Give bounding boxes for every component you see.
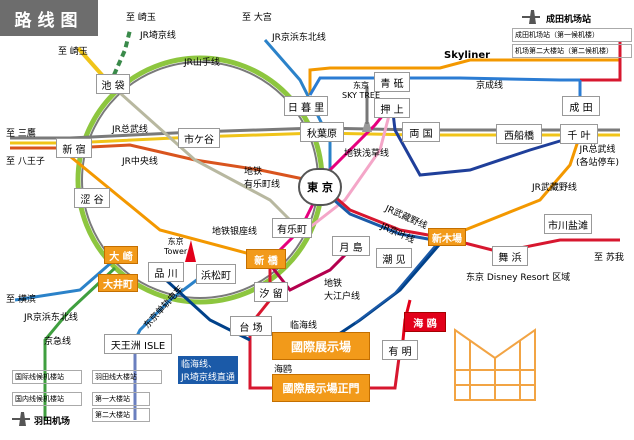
- ginza-line: [59, 146, 266, 260]
- station-oimachi[interactable]: 大井町: [98, 274, 138, 292]
- asakusa-light: [299, 103, 394, 237]
- station-aoto[interactable]: 青 砥: [374, 72, 410, 92]
- keikyu-line: [43, 266, 117, 420]
- map-title: 路线图: [0, 0, 98, 36]
- label-to-yokohama: 至 横滨: [6, 295, 36, 305]
- station-kokusai-seimon[interactable]: 國際展示場正門: [272, 374, 370, 402]
- label-disney: 东京 Disney Resort 区域: [466, 273, 571, 283]
- label-jr-keihintohoku2: JR京浜东北线: [24, 313, 78, 323]
- haneda-first-building[interactable]: 第一大楼站: [92, 392, 150, 406]
- label-keisei: 京成线: [476, 81, 504, 91]
- station-nippori[interactable]: 日 暮 里: [284, 96, 328, 116]
- station-osaki[interactable]: 大 崎: [104, 246, 138, 264]
- rinkai-second: [354, 239, 441, 324]
- station-ariake[interactable]: 有 明: [382, 340, 418, 360]
- narita-red-line: [580, 42, 622, 82]
- keihin-south: [14, 253, 121, 302]
- station-ichigaya[interactable]: 市ケ谷: [178, 128, 220, 148]
- station-shinkiba[interactable]: 新木場: [428, 228, 466, 246]
- label-to-omiya: 至 大宫: [242, 13, 272, 23]
- keisei-line: [390, 103, 581, 177]
- label-to-soga: 至 苏我: [594, 253, 624, 263]
- station-akihabara[interactable]: 秋葉原: [300, 122, 344, 142]
- station-tokyo[interactable]: 東 京: [298, 168, 342, 206]
- station-yurakucho[interactable]: 有乐町: [272, 218, 312, 238]
- station-tennozu[interactable]: 天王洲 ISLE: [104, 334, 172, 354]
- label-hibiya: 地铁 有乐町线: [244, 167, 281, 190]
- label-jr-sobu: JR总武线: [112, 125, 148, 135]
- label-to-hachioji: 至 八王子: [6, 157, 45, 167]
- label-jr-musashino: JR武藏野线: [532, 183, 577, 193]
- label-keikyu: 京急线: [44, 337, 72, 347]
- haneda-t2-building[interactable]: 羽田线大楼站: [92, 370, 162, 384]
- saikyo-line: [108, 29, 132, 85]
- station-shiodome[interactable]: 汐 留: [254, 282, 288, 302]
- station-shimbashi[interactable]: 新 橋: [246, 249, 286, 269]
- musashino-north: [444, 134, 582, 240]
- label-ginza: 地铁银座线: [212, 227, 258, 237]
- label-jr-sobu-local: JR总武线 (各站停车): [576, 142, 619, 168]
- label-oedo: 地铁 大江户线: [324, 279, 361, 302]
- station-chiba[interactable]: 千 叶: [560, 124, 598, 144]
- station-shiomi[interactable]: 潮 见: [376, 248, 412, 268]
- station-ikebukuro[interactable]: 池 袋: [96, 74, 130, 94]
- label-jr-saikyo: JR埼京线: [140, 31, 176, 41]
- station-shinagawa[interactable]: 品 川: [148, 262, 184, 282]
- skytree-icon: [362, 86, 372, 132]
- station-hamamatsucho[interactable]: 浜松町: [196, 264, 236, 284]
- station-ichikawashiohama[interactable]: 市川盐滩: [544, 214, 592, 234]
- station-ryogoku[interactable]: 両 国: [402, 122, 440, 142]
- label-yurikamome: 海鸥: [274, 365, 293, 375]
- label-rinkai-through: 临海线、 JR埼京线直通: [178, 356, 238, 384]
- narita-terminal-2[interactable]: 机场第二大楼站（第二候机楼）: [512, 44, 632, 58]
- label-jr-yamanote: JR山手线: [184, 58, 220, 68]
- skyliner-line: [308, 58, 620, 95]
- oedo-line: [263, 243, 357, 292]
- station-kaiou[interactable]: 海 鸥: [404, 312, 446, 332]
- label-tokyo-tower: 东京 Tower: [164, 237, 188, 256]
- hibiya-line: [109, 82, 297, 227]
- haneda-dom-terminal[interactable]: 国内线候机楼站: [12, 392, 82, 406]
- haneda-airport-title: 羽田机场: [34, 417, 71, 427]
- station-kokusai-tenjijo[interactable]: 國際展示場: [272, 332, 370, 360]
- station-shinjuku[interactable]: 新 宿: [56, 138, 92, 158]
- station-oshiage[interactable]: 押 上: [374, 98, 410, 118]
- narita-airport-title: 成田机场站: [546, 15, 592, 25]
- narita-airplane-icon: [522, 10, 540, 24]
- station-tsukishima[interactable]: 月 島: [332, 236, 370, 256]
- tokyo-tower-icon: [185, 240, 196, 262]
- haneda-second-building[interactable]: 第二大楼站: [92, 408, 150, 422]
- label-to-sakitama2: 至 崎玉: [58, 47, 88, 57]
- haneda-airplane-icon: [12, 412, 30, 426]
- label-asakusa: 地铁浅草线: [344, 149, 390, 159]
- label-jr-sobu-local-note: (各站停车): [576, 158, 620, 168]
- big-sight-illustration: [454, 328, 536, 401]
- label-jr-sobu-local-name: JR总武线: [579, 145, 616, 155]
- station-maihama[interactable]: 舞 浜: [492, 246, 528, 266]
- station-shibuya[interactable]: 涩 谷: [74, 188, 110, 208]
- haneda-intl-terminal[interactable]: 国际线候机楼站: [12, 370, 82, 384]
- station-daiba[interactable]: 台 场: [230, 316, 272, 336]
- label-jr-chuo: JR中央线: [122, 157, 158, 167]
- label-to-sakitama: 至 崎玉: [126, 13, 156, 23]
- station-narita[interactable]: 成 田: [562, 96, 600, 116]
- label-rinkai: 临海线: [290, 321, 318, 331]
- keisei-express: [308, 76, 620, 96]
- station-nishifunabashi[interactable]: 西船橋: [496, 124, 542, 144]
- label-to-mitaka: 至 三鷹: [6, 129, 36, 139]
- label-skyliner: Skyliner: [444, 50, 491, 61]
- narita-terminal-1[interactable]: 成田机场站（第一候机楼）: [512, 28, 632, 42]
- label-jr-keihintohoku: JR京浜东北线: [272, 33, 326, 43]
- label-sky-tree: 东京 SKY TREE: [342, 81, 381, 100]
